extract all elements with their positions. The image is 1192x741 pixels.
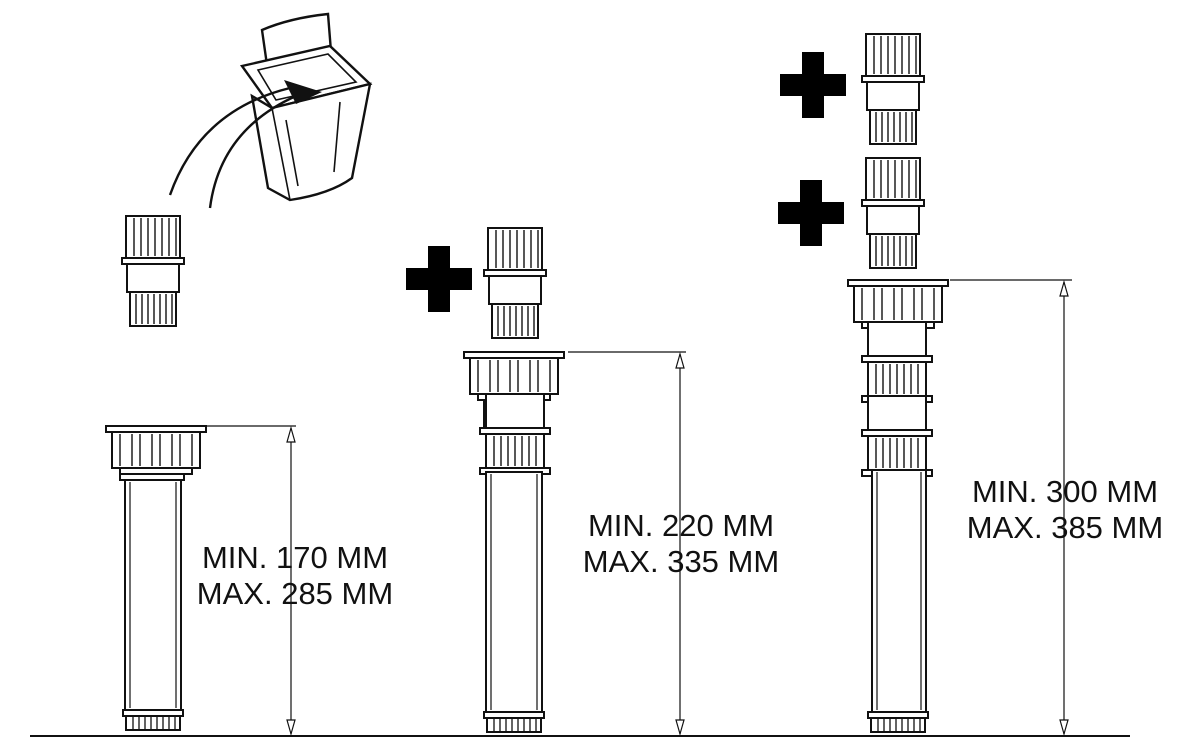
min-height-text: MIN. 300 MM [971,474,1159,509]
max-height-text: MAX. 385 MM [966,510,1164,545]
height-label-config-1: MIN. 170 MM MAX. 285 MM [180,540,410,612]
max-height-text: MAX. 335 MM [582,544,780,579]
dimension-arrow-1 [205,425,296,737]
dimension-arrow-2 [568,351,686,737]
plus-icon [778,180,844,246]
max-height-text: MAX. 285 MM [196,576,394,611]
curved-arrow-icon [168,80,322,209]
dimension-arrow-3 [950,279,1072,737]
height-label-config-2: MIN. 220 MM MAX. 335 MM [566,508,796,580]
plus-icon [780,52,846,118]
min-height-text: MIN. 220 MM [587,508,775,543]
added-extension-piece [861,33,925,145]
plus-icon [406,246,472,312]
height-label-config-3: MIN. 300 MM MAX. 385 MM [950,474,1180,546]
min-height-text: MIN. 170 MM [201,540,389,575]
leg-config-2 [463,351,565,733]
added-extension-piece [861,157,925,269]
added-extension-piece [483,227,547,339]
leg-config-3 [847,279,949,733]
trash-bin-icon [239,12,373,202]
removed-extension-piece [121,215,185,327]
leg-config-1 [105,425,207,731]
